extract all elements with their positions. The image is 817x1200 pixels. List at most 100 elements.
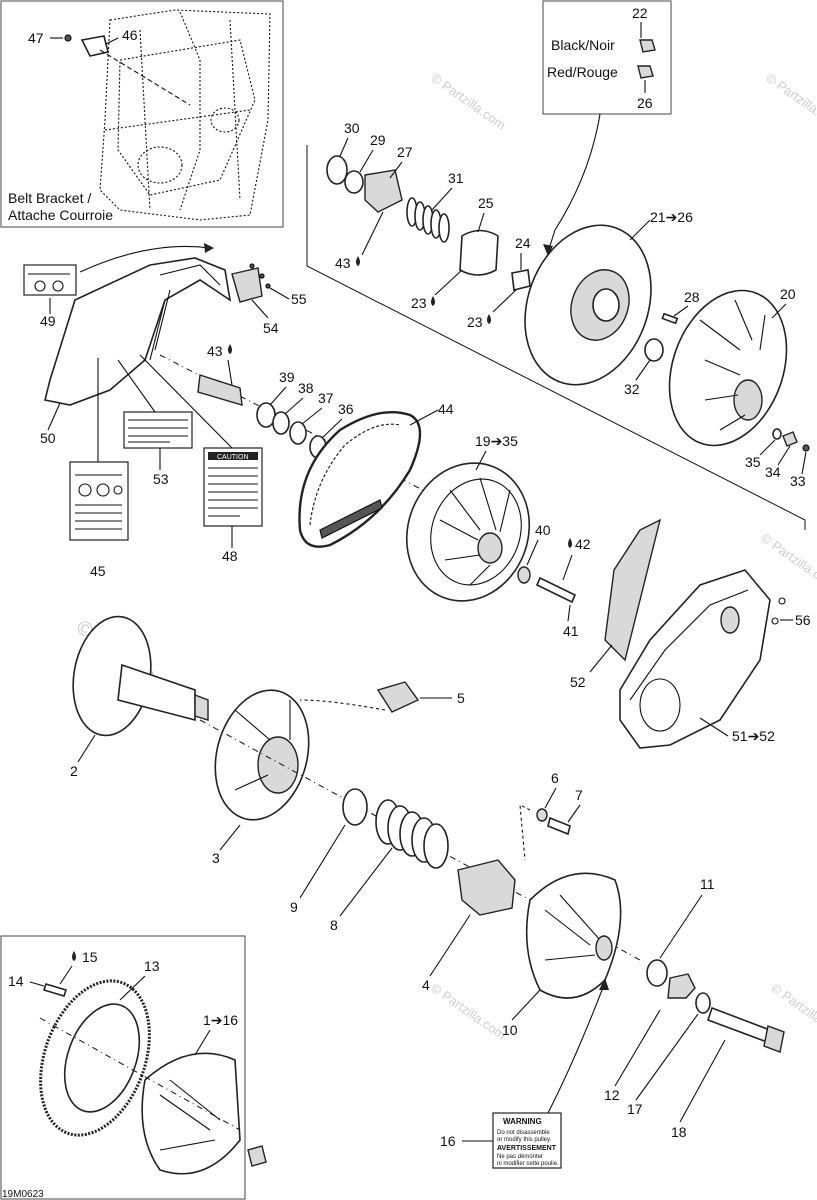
part-35-washer	[772, 428, 782, 440]
callout-8: 8	[330, 917, 338, 933]
part-18-bolt	[706, 1006, 771, 1044]
oil-drop-icon	[356, 256, 360, 266]
callout-26: 26	[637, 95, 653, 111]
callout-46: 46	[122, 27, 138, 43]
part-14-screw	[42, 983, 68, 997]
part-28-pin	[661, 312, 679, 325]
ring-gear-inner	[63, 1003, 141, 1113]
part-40-washer	[517, 566, 531, 584]
avertissement-title: AVERTISSEMENT	[497, 1145, 557, 1152]
belt-bracket-inset: 47 46 Belt Bracket / Attache Courroie	[0, 0, 284, 228]
callout-32: 32	[624, 381, 640, 397]
callout-43-upper: 43	[335, 255, 351, 271]
part-17-washer	[695, 992, 711, 1014]
label-48-caution-decal	[203, 447, 263, 527]
watermark-bottom: © Partzilla.com	[428, 980, 508, 1043]
callout-40: 40	[535, 522, 551, 538]
callout-23-right: 23	[467, 314, 483, 330]
callout-30: 30	[344, 120, 360, 136]
oil-drop-icon	[228, 344, 232, 354]
callout-42: 42	[575, 536, 591, 552]
part-41-bolt	[535, 576, 577, 604]
red-clip-icon	[637, 65, 654, 79]
legend-to-pulley-leader	[547, 113, 601, 253]
bracket-axis	[99, 49, 191, 106]
callout-54: 54	[263, 320, 279, 336]
callout-43-lower: 43	[207, 343, 223, 359]
callout-23-left: 23	[411, 295, 427, 311]
part-11-washer	[646, 959, 668, 987]
callout-18: 18	[671, 1124, 687, 1140]
part-24-bushing	[511, 269, 531, 291]
callout-47: 47	[28, 30, 44, 46]
callout-2: 2	[70, 763, 78, 779]
warning-label-box	[492, 1112, 562, 1169]
pulley-cover-assembly: 52 51➔52 56	[570, 518, 811, 749]
part-12-nut	[667, 973, 696, 999]
callout-34: 34	[765, 464, 781, 480]
part-50-belt-guard	[44, 257, 232, 406]
callout-38: 38	[298, 380, 314, 396]
part-54-bracket	[231, 267, 263, 303]
callout-41: 41	[563, 623, 579, 639]
callout-4: 4	[422, 977, 430, 993]
caution-title: CAUTION	[217, 454, 249, 461]
callout-6: 6	[551, 770, 559, 786]
callout-22: 22	[632, 5, 648, 21]
sheave-fins	[699, 299, 766, 431]
part-32-washer	[644, 338, 664, 362]
callout-21-26: 21➔26	[650, 209, 693, 225]
belt-bracket-label-line1: Belt Bracket /	[8, 190, 91, 206]
callout-55: 55	[291, 291, 307, 307]
callout-31: 31	[448, 170, 464, 186]
part-10-governor-cup	[525, 872, 622, 999]
callout-48: 48	[222, 548, 238, 564]
part-34-nut	[782, 431, 798, 447]
part-30-snap-ring	[326, 155, 348, 185]
callout-3: 3	[212, 850, 220, 866]
callout-14: 14	[8, 973, 24, 989]
part-9-bushing	[342, 788, 368, 826]
part-33-screw	[802, 444, 810, 452]
callout-51-52: 51➔52	[732, 728, 775, 744]
legend-black-label: Black/Noir	[551, 37, 615, 53]
callout-19-35: 19➔35	[475, 433, 518, 449]
inset-frame	[0, 0, 284, 228]
warning-title: WARNING	[503, 1117, 542, 1126]
callout-56: 56	[795, 612, 811, 628]
callout-39: 39	[279, 369, 295, 385]
sliding-sheave-hub	[733, 379, 763, 421]
callout-45: 45	[90, 563, 106, 579]
callout-10: 10	[502, 1022, 518, 1038]
part-37-washer	[289, 421, 307, 445]
legend-red-label: Red/Rouge	[547, 64, 618, 80]
watermark-top-right: © Partzilla.com	[763, 70, 817, 133]
callout-1-16: 1➔16	[203, 1012, 238, 1028]
lead-46	[105, 37, 119, 45]
callout-24: 24	[515, 235, 531, 251]
warning-line1: Do not disassemble	[497, 1130, 550, 1136]
callout-17: 17	[627, 1101, 643, 1117]
callout-16: 16	[440, 1133, 456, 1149]
label-45-decal	[69, 461, 129, 541]
pulley-fins	[439, 477, 511, 586]
pulley-hub	[477, 532, 503, 564]
callout-11: 11	[700, 876, 715, 892]
callout-5: 5	[457, 690, 465, 706]
label-16-leader	[547, 984, 605, 1114]
vehicle-frame-sketch	[99, 9, 271, 221]
belt-bracket-label-line2: Attache Courroie	[8, 207, 113, 223]
part-7-screw	[547, 816, 571, 836]
part-2-shaft	[117, 663, 196, 722]
belt-guard-assembly: 49 50 54 55 45 53	[23, 243, 521, 579]
callout-49: 49	[40, 313, 56, 329]
label-49-decal	[23, 264, 77, 296]
drive-pulley-parts: 2 3 5 9 8 4 6	[70, 615, 785, 1140]
callout-12: 12	[604, 1087, 620, 1103]
diagram-code: 19M0623	[2, 1189, 44, 1200]
oil-drop-icon	[72, 951, 76, 961]
cover-boss	[720, 606, 740, 634]
label-16-warning-decal: WARNING Do not disassemble or modify thi…	[440, 978, 609, 1169]
callout-50: 50	[40, 430, 56, 446]
